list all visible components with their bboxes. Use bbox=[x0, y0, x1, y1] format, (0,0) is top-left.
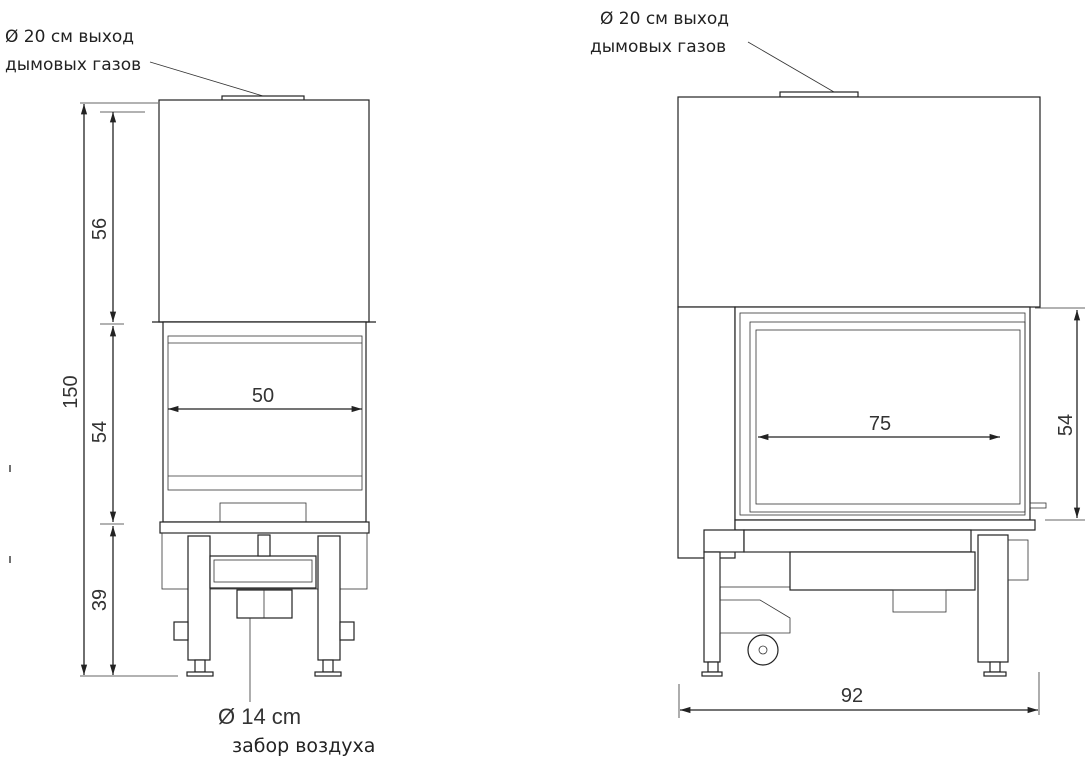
flue-leader-line bbox=[747, 41, 835, 93]
dim-total-width: 92 bbox=[841, 685, 863, 707]
dim-base-height: 39 bbox=[89, 589, 111, 611]
dim-top-section: 56 bbox=[89, 218, 111, 240]
right-foot bbox=[983, 671, 1007, 677]
dim-glass-width: 50 bbox=[252, 385, 274, 407]
dim-glass-width: 75 bbox=[869, 413, 891, 435]
door-frame bbox=[162, 321, 367, 523]
right-flue-label-line2: дымовых газов bbox=[590, 37, 726, 57]
air-label-line1: Ø 14 cm bbox=[218, 704, 301, 729]
air-label-line2: забор воздуха bbox=[232, 735, 375, 757]
left-leg bbox=[187, 535, 211, 661]
base-box bbox=[161, 532, 368, 590]
side-view: Ø 20 см выход дымовых газов 75 54 bbox=[590, 9, 1085, 718]
glass-panel bbox=[167, 335, 363, 491]
dim-total-height: 150 bbox=[60, 375, 82, 408]
left-leg bbox=[703, 551, 721, 663]
drawer bbox=[789, 551, 976, 591]
flue-collar bbox=[779, 91, 859, 98]
right-leg bbox=[977, 534, 1009, 663]
dim-door-height: 54 bbox=[1055, 414, 1077, 436]
top-hood bbox=[677, 96, 1041, 308]
glass-panel bbox=[749, 321, 1026, 513]
dim-door-height: 54 bbox=[89, 421, 111, 443]
side-panel bbox=[677, 306, 736, 559]
base-band bbox=[159, 521, 370, 534]
flue-leader-line bbox=[149, 61, 264, 97]
left-flue-label-line1: Ø 20 см выход bbox=[5, 27, 134, 47]
left-flue-label-line2: дымовых газов bbox=[5, 55, 141, 75]
left-foot bbox=[701, 671, 723, 677]
right-flue-label-line1: Ø 20 см выход bbox=[600, 9, 729, 29]
air-intake-box bbox=[892, 589, 947, 613]
left-foot bbox=[186, 671, 214, 677]
base-band bbox=[734, 519, 1036, 531]
right-leg bbox=[317, 535, 341, 661]
front-view: Ø 20 см выход дымовых газов 50 150 bbox=[5, 27, 376, 757]
wheel bbox=[747, 634, 779, 666]
top-hood bbox=[158, 99, 370, 323]
door-frame bbox=[734, 306, 1031, 521]
right-foot bbox=[314, 671, 342, 677]
drawer bbox=[209, 555, 317, 589]
air-intake-box bbox=[236, 589, 293, 619]
